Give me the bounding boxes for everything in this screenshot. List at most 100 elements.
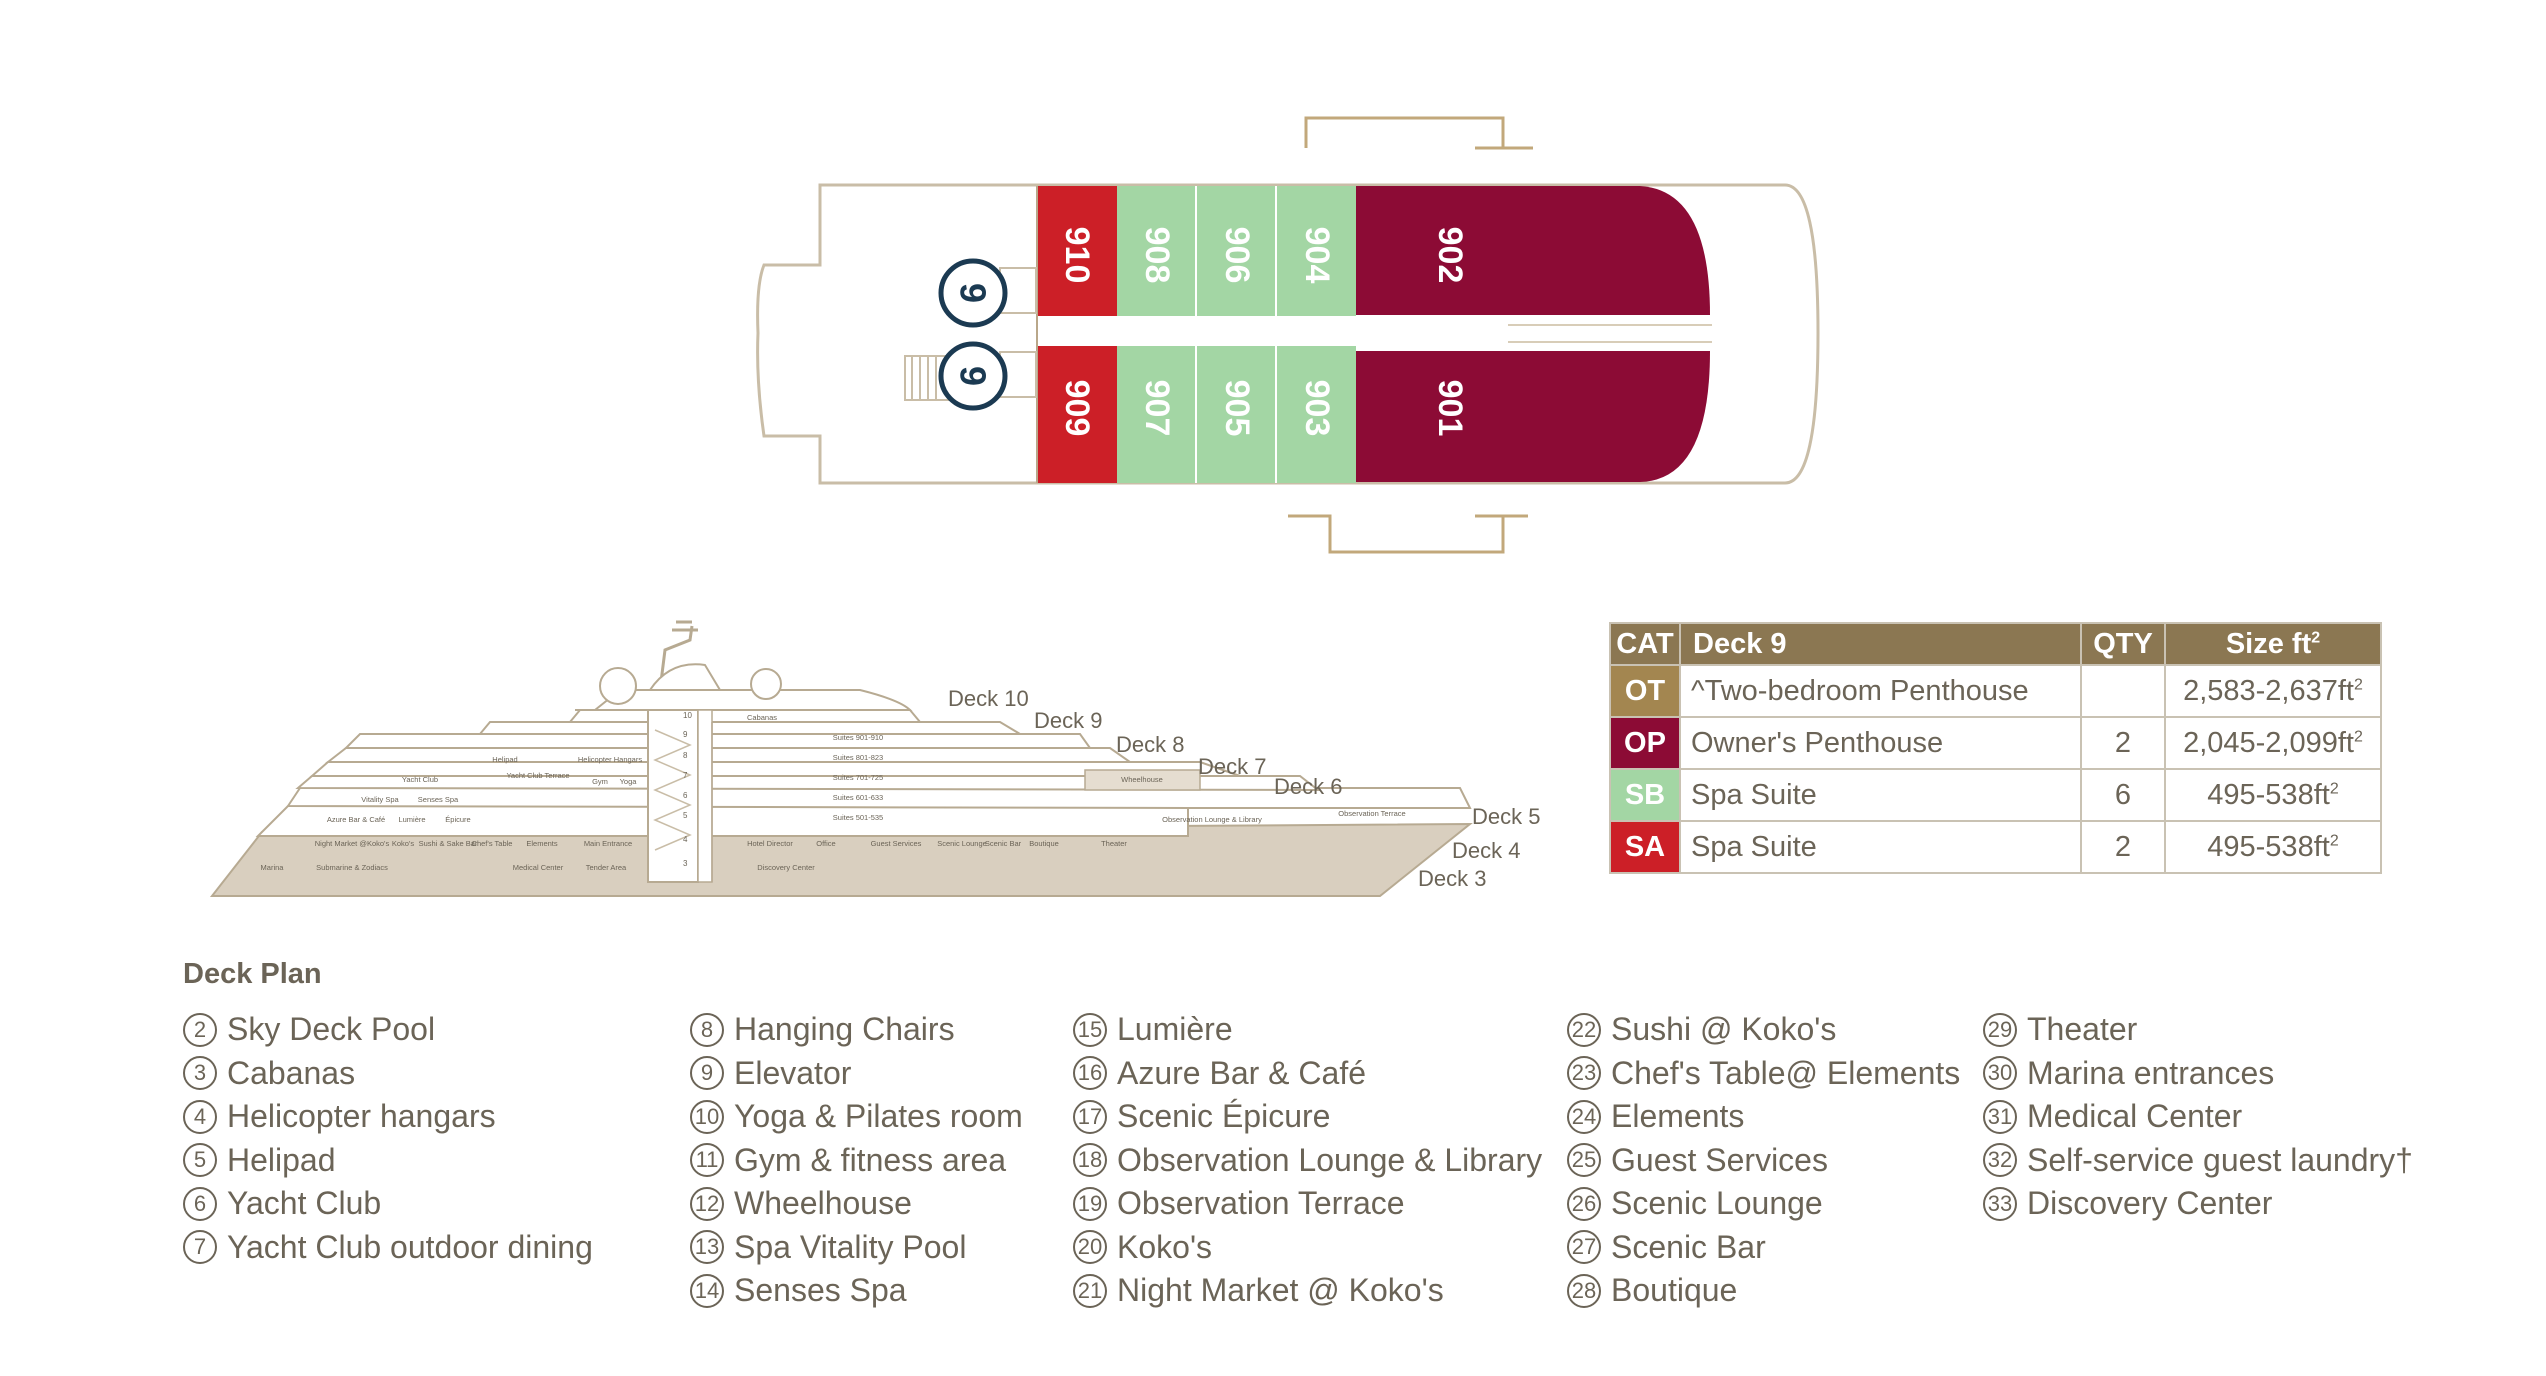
cat-code: OT [1609, 664, 1681, 718]
legend-number: 25 [1567, 1143, 1601, 1178]
elevator-marker-top-number: 9 [953, 283, 994, 303]
suite-907-block [1117, 346, 1196, 483]
legend-label: Scenic Épicure [1117, 1098, 1331, 1135]
legend-label: Senses Spa [734, 1272, 907, 1309]
tower-deck-6: 6 [683, 791, 688, 800]
legend-title: Deck Plan [183, 958, 322, 990]
cat-qty [2080, 664, 2166, 718]
lower-hull [209, 822, 1473, 897]
legend-label: Discovery Center [2027, 1185, 2273, 1222]
profile-label-helipad: Helipad [492, 755, 517, 764]
cabin-909-label: 909 [1058, 380, 1096, 437]
header-qty: QTY [2080, 622, 2166, 666]
suite-905-block [1197, 346, 1276, 483]
profile-label-marina: Marina [261, 863, 285, 872]
cabin-902-label: 902 [1431, 227, 1469, 284]
cat-name: Owner's Penthouse [1679, 716, 2082, 770]
suite-901-block [1356, 351, 1710, 482]
legend-label: Yoga & Pilates room [734, 1098, 1023, 1135]
profile-label-observation-lounge: Observation Lounge & Library [1162, 815, 1262, 824]
bridge-wing-bottom [1288, 514, 1528, 554]
legend-item: 11 Gym & fitness area [690, 1139, 1023, 1183]
cat-qty: 2 [2080, 716, 2166, 770]
cat-code: SB [1609, 768, 1681, 822]
cabin-908-label: 908 [1138, 227, 1176, 284]
suite-903-block [1277, 346, 1356, 483]
legend-number: 16 [1073, 1056, 1107, 1091]
profile-label-epicure: Épicure [445, 815, 470, 824]
suite-902-block [1356, 186, 1710, 315]
legend-number: 26 [1567, 1186, 1601, 1221]
deck-8-label: Deck 8 [1116, 732, 1184, 757]
profile-label-suites-901: Suites 901-910 [833, 733, 883, 742]
tower-deck-4: 4 [683, 835, 688, 844]
header-cat: CAT [1609, 622, 1681, 666]
profile-label-wheelhouse: Wheelhouse [1121, 775, 1163, 784]
suite-910-block [1037, 186, 1117, 316]
legend-number: 8 [690, 1012, 724, 1047]
profile-label-guest-services: Guest Services [871, 839, 922, 848]
ship-profile: Deck 10 Deck 9 Deck 8 Deck 7 Deck 6 Deck… [209, 620, 1540, 897]
legend-label: Guest Services [1611, 1141, 1828, 1178]
tower-deck-7: 7 [683, 771, 688, 780]
legend-label: Sushi @ Koko's [1611, 1011, 1837, 1048]
table-header-row: CAT Deck 9 QTY Size ft2 [1609, 622, 2382, 666]
legend-label: Observation Lounge & Library [1117, 1141, 1543, 1178]
profile-label-yacht-club: Yacht Club [402, 775, 438, 784]
deck-10-label: Deck 10 [948, 686, 1029, 711]
legend-number: 5 [183, 1143, 217, 1178]
profile-label-night-market: Night Market @Koko's [315, 839, 390, 848]
legend-item: 5 Helipad [183, 1139, 593, 1183]
profile-label-scenic-lounge: Scenic Lounge [937, 839, 987, 848]
tower-deck-5: 5 [683, 811, 688, 820]
tower-deck-10: 10 [683, 711, 692, 720]
legend-number: 6 [183, 1186, 217, 1221]
cat-qty: 2 [2080, 820, 2166, 874]
table-row: OT ^Two-bedroom Penthouse 2,583-2,637ft2 [1609, 664, 2382, 718]
profile-label-suites-601: Suites 601-633 [833, 793, 883, 802]
profile-label-medical-center: Medical Center [513, 863, 564, 872]
legend-number: 20 [1073, 1230, 1107, 1265]
legend-label: Sky Deck Pool [227, 1011, 436, 1048]
tower-deck-8: 8 [683, 751, 688, 760]
legend-number: 21 [1073, 1273, 1107, 1308]
elevator-marker-bottom [938, 341, 1008, 411]
cat-name: ^Two-bedroom Penthouse [1679, 664, 2082, 718]
profile-label-observation-terrace: Observation Terrace [1338, 809, 1405, 818]
legend-number: 2 [183, 1012, 217, 1047]
cabin-901-label: 901 [1431, 380, 1469, 437]
legend-number: 13 [690, 1230, 724, 1265]
legend-label: Helipad [227, 1141, 336, 1178]
legend-label: Theater [2027, 1011, 2138, 1048]
legend-number: 11 [690, 1143, 724, 1178]
bridge-wing-top [1304, 116, 1533, 150]
legend-label: Cabanas [227, 1054, 356, 1091]
deck-6-label: Deck 6 [1274, 774, 1342, 799]
deck-9-label: Deck 9 [1034, 708, 1102, 733]
legend-number: 33 [1983, 1186, 2017, 1221]
deck-7-label: Deck 7 [1198, 754, 1266, 779]
table-row: OP Owner's Penthouse 2 2,045-2,099ft2 [1609, 716, 2382, 770]
profile-label-main-entrance: Main Entrance [584, 839, 632, 848]
cat-qty: 6 [2080, 768, 2166, 822]
profile-label-lumiere: Lumière [398, 815, 425, 824]
cat-name: Spa Suite [1679, 768, 2082, 822]
header-deck: Deck 9 [1679, 622, 2082, 666]
deck-4-label: Deck 4 [1452, 838, 1520, 863]
legend-label: Gym & fitness area [734, 1141, 1007, 1178]
